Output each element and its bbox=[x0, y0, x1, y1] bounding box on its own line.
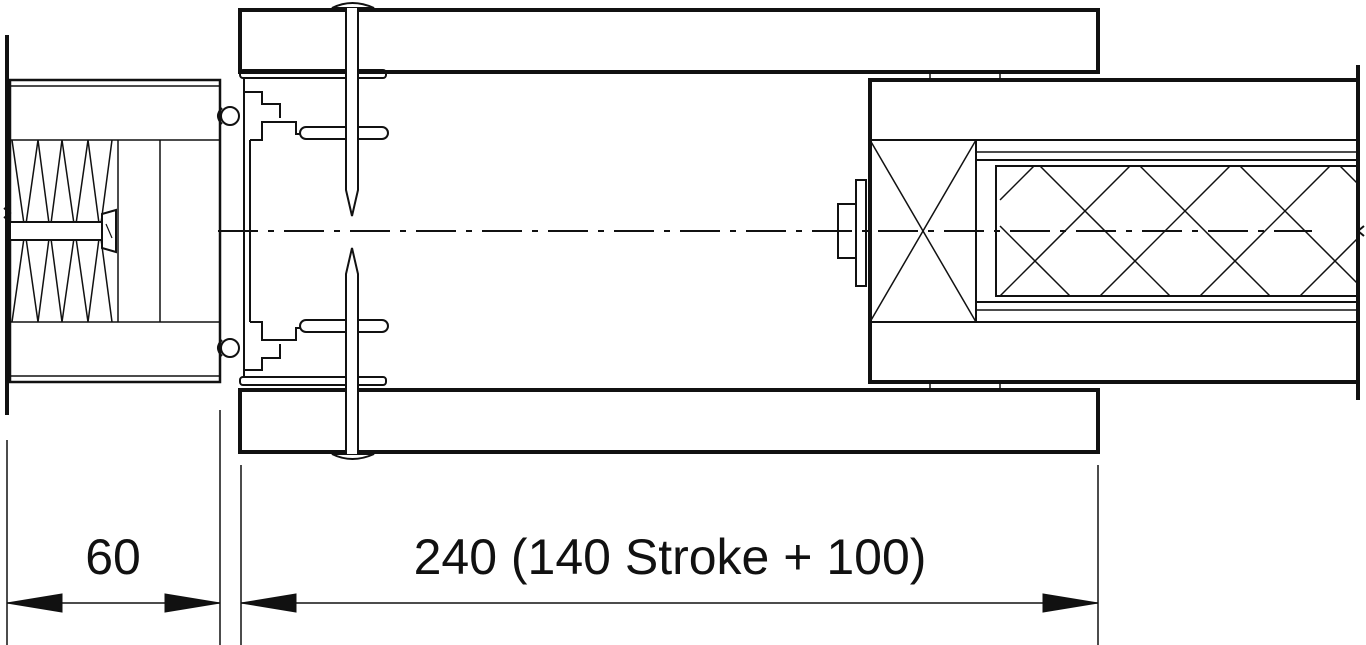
insulation-zigzag bbox=[11, 139, 113, 323]
dimension-lines bbox=[6, 410, 1099, 645]
aluminium-profile bbox=[217, 69, 389, 386]
arrow-left-end bbox=[164, 593, 221, 613]
nail-top bbox=[331, 2, 375, 217]
arrow-left-start bbox=[6, 593, 63, 613]
dimension-label-240: 240 (140 Stroke + 100) bbox=[414, 529, 927, 585]
nail-bottom bbox=[331, 247, 375, 460]
left-mounting-block bbox=[3, 35, 222, 415]
main-housing bbox=[238, 8, 1100, 454]
dimension-label-60: 60 bbox=[85, 529, 141, 585]
sliding-block bbox=[837, 65, 1365, 400]
arrow-right-start bbox=[240, 593, 297, 613]
screw-icon bbox=[9, 208, 117, 254]
arrow-right-end bbox=[1042, 593, 1099, 613]
